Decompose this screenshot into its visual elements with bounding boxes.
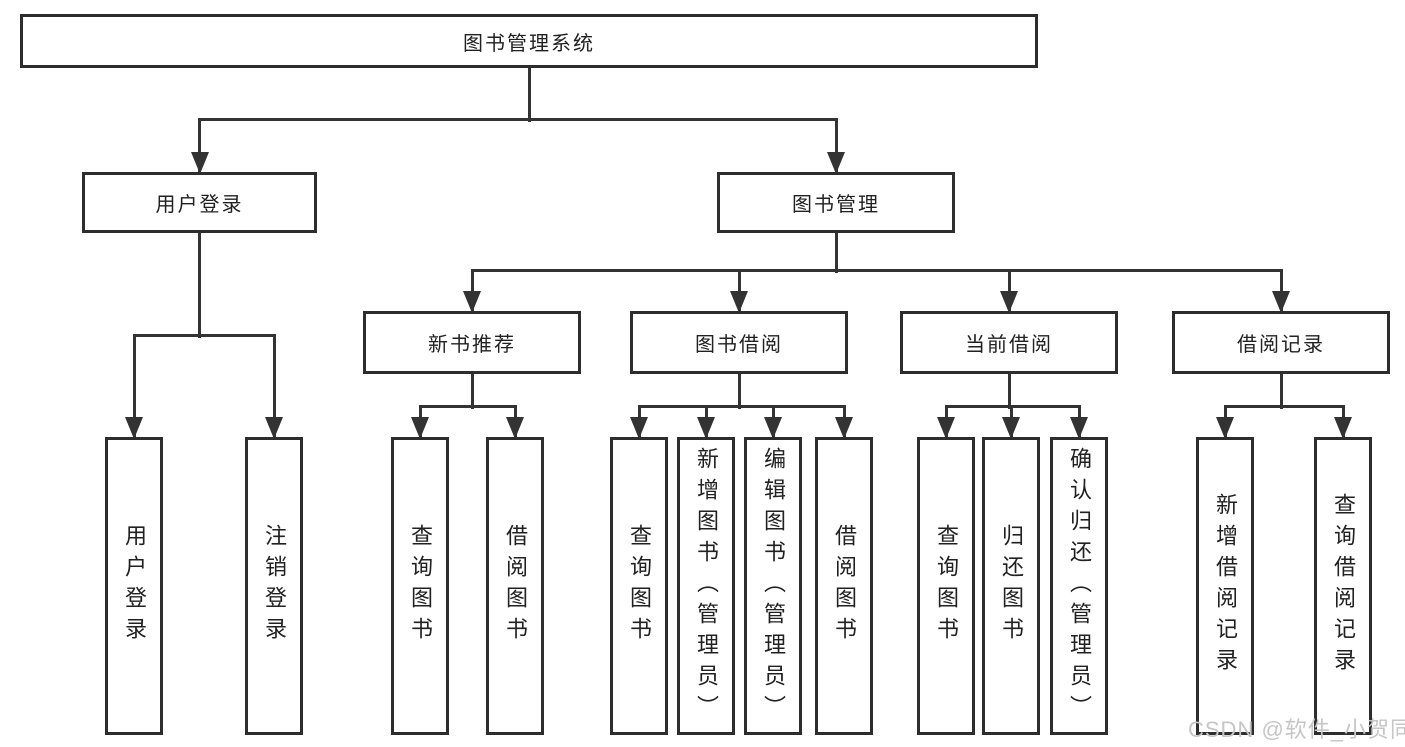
node-label-leaf-borrow-book-1: 借阅图书 (503, 524, 528, 648)
node-leaf-edit-book: 编辑图书（管理员） (744, 437, 802, 735)
node-leaf-query-book-2: 查询图书 (610, 437, 668, 735)
arrowhead-down-icon (1000, 291, 1018, 313)
node-label-leaf-add-record: 新增借阅记录 (1213, 493, 1238, 679)
node-leaf-borrow-book-1: 借阅图书 (486, 437, 544, 735)
arrowhead-down-icon (125, 417, 143, 439)
node-leaf-logout: 注销登录 (245, 437, 303, 735)
node-book-mgmt: 图书管理 (717, 172, 955, 233)
node-label-leaf-confirm-return: 确认归还（管理员） (1067, 446, 1092, 726)
node-leaf-confirm-return: 确认归还（管理员） (1050, 437, 1108, 735)
arrowhead-down-icon (265, 417, 283, 439)
arrowhead-down-icon (937, 417, 955, 439)
connector-line (470, 374, 474, 409)
arrowhead-down-icon (506, 417, 524, 439)
connector-line (132, 335, 136, 437)
arrowhead-down-icon (1070, 417, 1088, 439)
connector-line (198, 119, 201, 172)
node-leaf-borrow-book-2: 借阅图书 (815, 437, 873, 735)
node-label-leaf-logout: 注销登录 (262, 524, 287, 648)
connector-line (737, 270, 741, 311)
node-label-book-borrow: 图书借阅 (695, 334, 783, 356)
node-book-borrow: 图书借阅 (630, 311, 848, 374)
node-label-book-mgmt: 图书管理 (792, 194, 880, 216)
node-leaf-add-record: 新增借阅记录 (1196, 437, 1254, 735)
connector-line (198, 233, 201, 338)
connector-line (1279, 374, 1283, 409)
connector-line (272, 335, 276, 437)
arrowhead-down-icon (463, 291, 481, 313)
arrowhead-down-icon (827, 152, 845, 174)
node-label-current-borrow: 当前借阅 (965, 334, 1053, 356)
connector-line (1223, 404, 1345, 408)
arrowhead-down-icon (1216, 417, 1234, 439)
node-root: 图书管理系统 (20, 14, 1038, 68)
connector-line (418, 404, 517, 408)
node-label-leaf-query-book-2: 查询图书 (627, 524, 652, 648)
arrowhead-down-icon (730, 291, 748, 313)
node-label-leaf-query-book-3: 查询图书 (934, 524, 959, 648)
arrowhead-down-icon (1272, 291, 1290, 313)
node-label-leaf-return-book: 归还图书 (999, 524, 1024, 648)
arrowhead-down-icon (630, 417, 648, 439)
node-label-leaf-borrow-book-2: 借阅图书 (832, 524, 857, 648)
node-leaf-query-record: 查询借阅记录 (1314, 437, 1372, 735)
node-user-login: 用户登录 (82, 172, 317, 233)
arrowhead-down-icon (697, 417, 715, 439)
arrowhead-down-icon (1334, 417, 1352, 439)
node-label-root: 图书管理系统 (463, 32, 595, 55)
node-label-user-login: 用户登录 (155, 194, 244, 216)
node-new-book-rec: 新书推荐 (363, 311, 581, 374)
connector-line (198, 117, 838, 121)
connector-line (834, 233, 838, 273)
node-label-leaf-edit-book: 编辑图书（管理员） (761, 446, 786, 726)
watermark: CSDN @软件_小贺同学 (1188, 717, 1405, 742)
connector-line (470, 270, 474, 311)
arrowhead-down-icon (411, 417, 429, 439)
arrowhead-down-icon (190, 152, 209, 174)
node-current-borrow: 当前借阅 (900, 311, 1118, 374)
connector-line (737, 374, 741, 409)
connector-line (834, 119, 838, 172)
connector-line (1007, 374, 1011, 409)
node-label-leaf-user-login: 用户登录 (122, 524, 147, 648)
node-leaf-query-book-3: 查询图书 (917, 437, 975, 735)
connector-line (132, 333, 276, 337)
node-leaf-user-login: 用户登录 (105, 437, 163, 735)
connector-line (1007, 270, 1011, 311)
arrowhead-down-icon (764, 417, 782, 439)
connector-line (637, 404, 846, 408)
node-borrow-records: 借阅记录 (1172, 311, 1390, 374)
node-label-borrow-records: 借阅记录 (1237, 334, 1325, 356)
node-label-leaf-query-book-1: 查询图书 (408, 524, 433, 648)
node-leaf-query-book-1: 查询图书 (391, 437, 449, 735)
node-leaf-return-book: 归还图书 (982, 437, 1040, 735)
connector-line (470, 268, 1283, 272)
node-label-leaf-add-book: 新增图书（管理员） (694, 446, 719, 726)
connector-line (1279, 270, 1283, 311)
connector-line (527, 68, 531, 122)
connector-line (944, 404, 1081, 408)
node-leaf-add-book: 新增图书（管理员） (677, 437, 735, 735)
node-label-new-book-rec: 新书推荐 (428, 334, 516, 356)
arrowhead-down-icon (1002, 417, 1020, 439)
arrowhead-down-icon (835, 417, 853, 439)
node-label-leaf-query-record: 查询借阅记录 (1331, 493, 1356, 679)
